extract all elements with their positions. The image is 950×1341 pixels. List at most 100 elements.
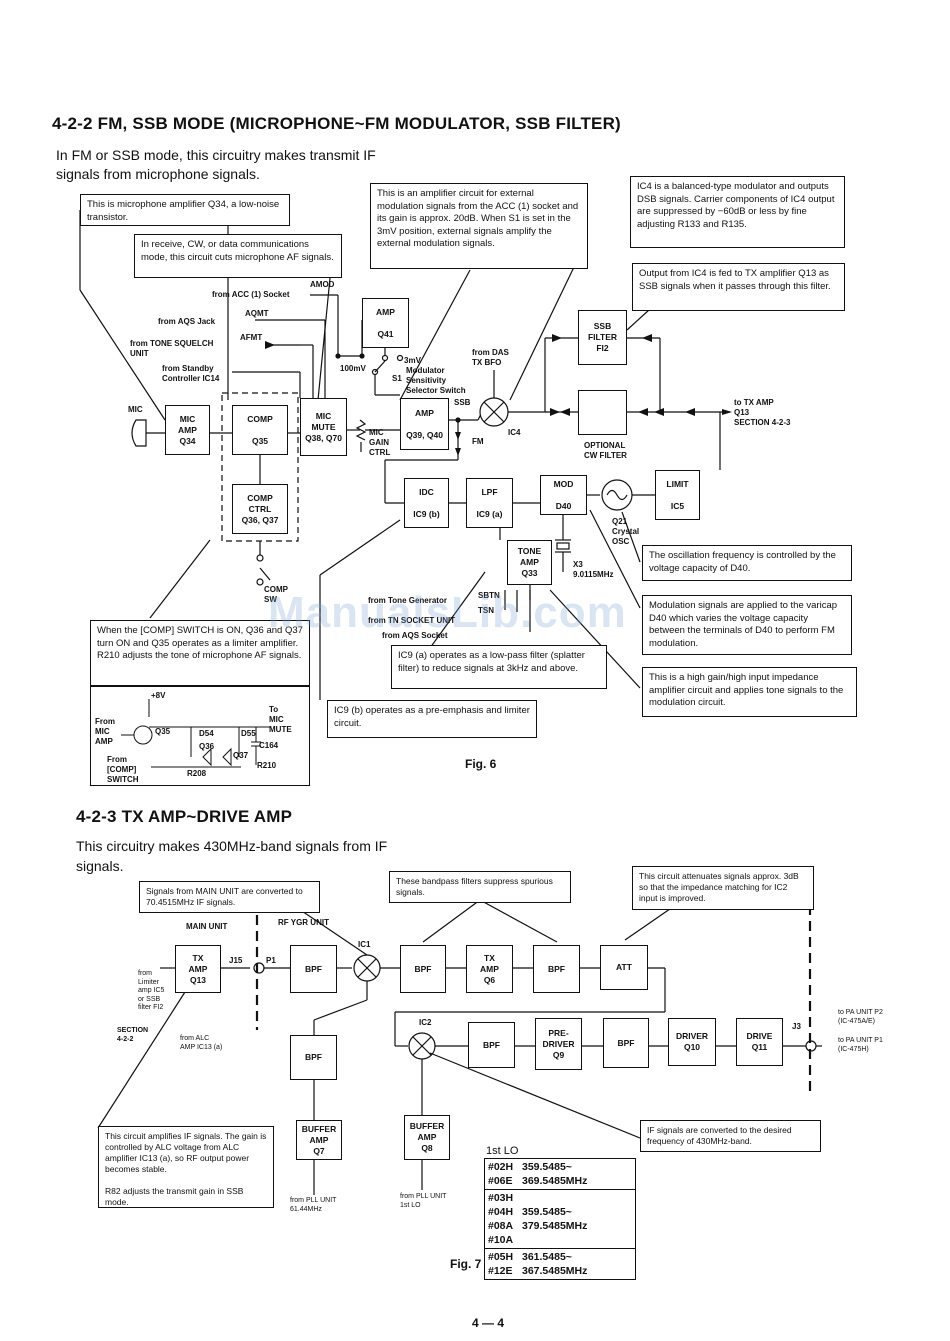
label-from-pll-q7: from PLL UNIT 61.44MHz (290, 1197, 337, 1213)
label-to-tx-amp: to TX AMP Q13 SECTION 4-2-3 (734, 398, 791, 427)
note-ic2: IF signals are converted to the desired … (640, 1120, 821, 1152)
label-mic-gain: MIC GAIN CTRL (369, 428, 391, 457)
label-100mv: 100mV (340, 364, 366, 373)
note-ic9a: IC9 (a) operates as a low-pass filter (s… (391, 645, 607, 689)
lo-freq: 361.5485~ 367.5485MHz (519, 1248, 636, 1280)
note-comp: When the [COMP] SWITCH is ON, Q36 and Q3… (90, 620, 310, 686)
label-main-unit: MAIN UNIT (186, 922, 228, 931)
label-from-squelch: from TONE SQUELCH UNIT (130, 339, 214, 358)
note-mic-amp: This is microphone amplifier Q34, a low-… (80, 194, 290, 226)
section-422-heading: 4-2-2 FM, SSB MODE (MICROPHONE~FM MODULA… (52, 114, 621, 133)
note-osc-frequency: The oscillation frequency is controlled … (642, 545, 852, 581)
block-amp-q41: AMP Q41 (362, 298, 409, 348)
label-x3: X3 9.0115MHz (573, 560, 614, 579)
label-to-mic-mute: To MIC MUTE (269, 705, 292, 734)
block-mic-amp-q34: MIC AMP Q34 (165, 405, 210, 455)
label-3mv: 3mV (404, 356, 421, 365)
label-s1: S1 (392, 374, 402, 383)
note-att: This circuit attenuates signals approx. … (632, 866, 814, 910)
block-amp-q39-q40: AMP Q39, Q40 (400, 398, 449, 450)
block-comp-q35: COMP Q35 (232, 405, 288, 455)
label-q37: Q37 (233, 751, 249, 760)
section-423-intro-1: This circuitry makes 430MHz-band signals… (76, 838, 388, 854)
label-d54: D54 (199, 729, 214, 738)
label-q21: Q21 Crystal OSC (612, 517, 640, 546)
label-from-mic-amp: From MIC AMP (95, 717, 115, 746)
label-to-pa-p2: to PA UNIT P2 (IC-475A/E) (838, 1009, 883, 1025)
block-tone-amp: TONE AMP Q33 (507, 540, 552, 585)
note-tone-amp: This is a high gain/high input impedance… (642, 667, 857, 717)
label-r210: R210 (257, 761, 277, 770)
block-att: ATT (600, 945, 648, 990)
label-d55: D55 (241, 729, 256, 738)
block-tx-amp-q13: TX AMP Q13 (175, 945, 221, 993)
note-modulation: Modulation signals are applied to the va… (642, 595, 852, 655)
label-from-aqs: from AQS Jack (158, 317, 216, 326)
label-afmt: AFMT (240, 333, 263, 342)
label-from-tone-gen: from Tone Generator (368, 596, 447, 605)
block-mic-mute: MIC MUTE Q38, Q70 (300, 398, 347, 456)
lo-freq: 359.5485~ 369.5485MHz (519, 1158, 636, 1190)
label-tsn: TSN (478, 606, 494, 615)
label-p1: P1 (266, 956, 276, 965)
label-from-das: from DAS TX BFO (472, 348, 509, 367)
label-mic: MIC (128, 405, 143, 414)
label-sbtn: SBTN (478, 591, 500, 600)
block-bpf-1: BPF (290, 945, 337, 993)
note-ssb-filter: Output from IC4 is fed to TX amplifier Q… (632, 263, 845, 311)
label-from-pll-q8: from PLL UNIT 1st LO (400, 1193, 447, 1209)
label-to-pa-p1: to PA UNIT P1 (IC-475H) (838, 1037, 883, 1053)
section-422-intro-1: In FM or SSB mode, this circuitry makes … (56, 147, 376, 163)
note-ic4: IC4 is a balanced-type modulator and out… (630, 176, 845, 248)
note-tx-amp: This circuit amplifies IF signals. The g… (98, 1126, 274, 1208)
block-tx-amp-q6: TX AMP Q6 (466, 945, 513, 993)
label-c164: C164 (259, 741, 279, 750)
label-r208: R208 (187, 769, 207, 778)
comp-schematic: +8V From MIC AMP From [COMP] SWITCH To M… (90, 686, 310, 786)
fig6-caption: Fig. 6 (465, 757, 497, 771)
block-optional-cw-filter (578, 390, 627, 435)
label-from-comp-switch: From [COMP] SWITCH (107, 755, 139, 784)
block-lpf: LPF IC9 (a) (466, 478, 513, 528)
label-aqmt: AQMT (245, 309, 269, 318)
lo-codes: #02H #06E (484, 1158, 519, 1190)
label-j15: J15 (229, 956, 243, 965)
block-limit-ic5: LIMIT IC5 (655, 470, 700, 520)
label-q35-schematic: Q35 (155, 727, 171, 736)
block-drive-q11: DRIVE Q11 (736, 1018, 783, 1066)
label-modulator-sensitivity: Modulator Sensitivity Selector Switch (406, 366, 466, 395)
watermark: ManualsLib.com (268, 588, 627, 637)
label-rf-ygr-unit: RF YGR UNIT (278, 918, 329, 927)
block-bpf-5: BPF (603, 1018, 649, 1068)
label-from-aqs-socket: from AQS Socket (382, 631, 448, 640)
label-1st-lo: 1st LO (486, 1145, 519, 1157)
fig7-caption: Fig. 7 (450, 1257, 482, 1271)
label-ssb: SSB (454, 398, 471, 407)
block-buffer-q8: BUFFER AMP Q8 (404, 1115, 450, 1160)
label-comp-sw: COMP SW (264, 585, 288, 604)
block-ssb-filter: SSB FILTER FI2 (578, 310, 627, 365)
block-mod-d40: MOD D40 (540, 475, 587, 515)
block-buffer-q7: BUFFER AMP Q7 (296, 1120, 342, 1160)
block-bpf-4: BPF (468, 1022, 515, 1068)
label-amod: AMOD (310, 280, 335, 289)
label-section-422: SECTION 4-2-2 (117, 1027, 149, 1043)
label-from-alc: from ALC AMP IC13 (a) (180, 1035, 223, 1051)
label-optional-cw: OPTIONAL CW FILTER (584, 441, 627, 460)
page-number: 4 — 4 (472, 1316, 505, 1330)
block-idc: IDC IC9 (b) (404, 478, 449, 528)
note-ic9b: IC9 (b) operates as a pre-emphasis and l… (327, 700, 537, 738)
label-from-standby: from Standby Controller IC14 (162, 364, 220, 383)
section-422-intro-2: signals from microphone signals. (56, 166, 260, 182)
section-423-heading: 4-2-3 TX AMP~DRIVE AMP (76, 807, 293, 826)
block-pre-driver: PRE- DRIVER Q9 (535, 1018, 582, 1070)
label-q36: Q36 (199, 742, 215, 751)
lo-row: #03H #04H #08A #10A 359.5485~ 379.5485MH… (484, 1189, 636, 1249)
label-plus-8v: +8V (151, 691, 166, 700)
block-driver-q10: DRIVER Q10 (668, 1018, 716, 1066)
lo-row: #05H #12E 361.5485~ 367.5485MHz (484, 1248, 636, 1280)
label-fm: FM (472, 437, 484, 446)
section-423-intro-2: signals. (76, 858, 124, 874)
lo-row: #02H #06E 359.5485~ 369.5485MHz (484, 1158, 636, 1190)
